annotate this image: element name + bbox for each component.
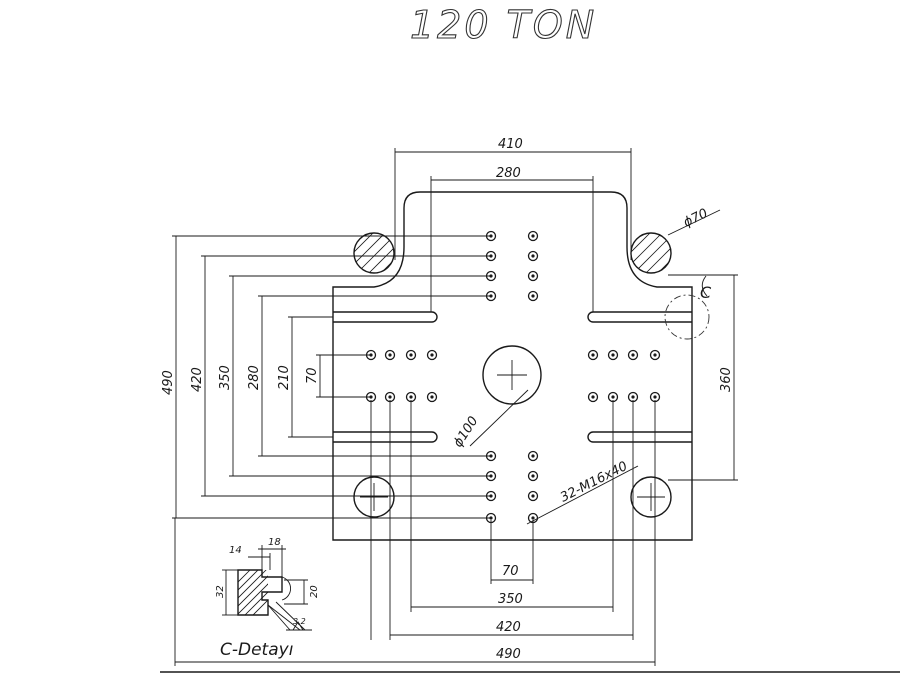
bolt-hole-center	[531, 516, 535, 520]
dim-center-hole-dia: ϕ100	[451, 414, 482, 450]
bolt-hole-center	[531, 474, 535, 478]
detail-dim-3-2: 3,2	[293, 617, 306, 626]
bolt-hole-center	[489, 254, 493, 258]
bolt-holes	[365, 230, 661, 524]
bolt-hole-center	[430, 353, 434, 357]
bolt-hole-center	[369, 395, 373, 399]
detail-dim-32: 32	[215, 585, 226, 598]
bottom-dimensions	[174, 400, 656, 666]
top-dimensions	[394, 148, 721, 312]
bolt-hole-center	[489, 294, 493, 298]
left-dimensions	[172, 235, 490, 519]
dim-tie-bar-dia: ϕ70	[681, 206, 710, 230]
dim-bottom-350: 350	[498, 592, 523, 607]
dim-left-420: 420	[190, 367, 205, 392]
right-dimensions	[668, 274, 738, 481]
dim-bottom-70: 70	[502, 564, 519, 579]
dim-bottom-490: 490	[496, 647, 521, 662]
dim-left-70: 70	[305, 367, 320, 384]
dim-bottom-420: 420	[496, 620, 521, 635]
bolt-hole-center	[489, 516, 493, 520]
bolt-hole-center	[531, 294, 535, 298]
bolt-hole-center	[653, 353, 657, 357]
c-detail	[222, 545, 312, 631]
center-hole	[482, 345, 542, 405]
detail-dim-18: 18	[268, 537, 281, 548]
detail-dim-14: 14	[229, 545, 242, 556]
detail-c-marker: C	[700, 283, 712, 302]
bolt-hole-center	[489, 234, 493, 238]
bolt-hole-center	[591, 395, 595, 399]
dim-right-360: 360	[719, 367, 734, 392]
bolt-hole-center	[489, 474, 493, 478]
dim-left-280: 280	[247, 365, 262, 390]
bolt-hole-center	[388, 353, 392, 357]
platen-outline	[332, 191, 693, 541]
bolt-hole-center	[369, 353, 373, 357]
dim-left-490: 490	[161, 370, 176, 395]
tie-bar-top-right	[630, 232, 672, 274]
bolt-hole-center	[631, 353, 635, 357]
dim-top-280: 280	[496, 166, 521, 181]
bolt-hole-center	[531, 454, 535, 458]
bolt-hole-center	[388, 395, 392, 399]
bolt-hole-center	[531, 494, 535, 498]
bolt-hole-center	[489, 274, 493, 278]
bolt-hole-center	[489, 454, 493, 458]
bolt-hole-center	[531, 234, 535, 238]
tie-bar-bottom-left	[353, 476, 395, 518]
dim-left-350: 350	[218, 365, 233, 390]
dim-top-410: 410	[498, 137, 523, 152]
bolt-hole-center	[489, 494, 493, 498]
tie-bar-bottom-right	[630, 476, 672, 518]
bolt-hole-center	[653, 395, 657, 399]
bolt-hole-center	[531, 274, 535, 278]
bolt-hole-center	[591, 353, 595, 357]
bolt-hole-center	[531, 254, 535, 258]
bolt-hole-center	[631, 395, 635, 399]
detail-label: C-Detayı	[220, 640, 293, 660]
bolt-hole-center	[409, 353, 413, 357]
detail-c-callout	[664, 294, 710, 340]
bolt-hole-center	[611, 395, 615, 399]
t-slots	[333, 311, 692, 443]
dim-left-210: 210	[277, 365, 292, 390]
dim-thread-spec: 32-M16x40	[558, 459, 630, 506]
detail-dim-20: 20	[309, 585, 320, 598]
bolt-hole-center	[409, 395, 413, 399]
bolt-hole-center	[611, 353, 615, 357]
drawing-title: 120 TON	[410, 3, 597, 47]
bolt-hole-center	[430, 395, 434, 399]
